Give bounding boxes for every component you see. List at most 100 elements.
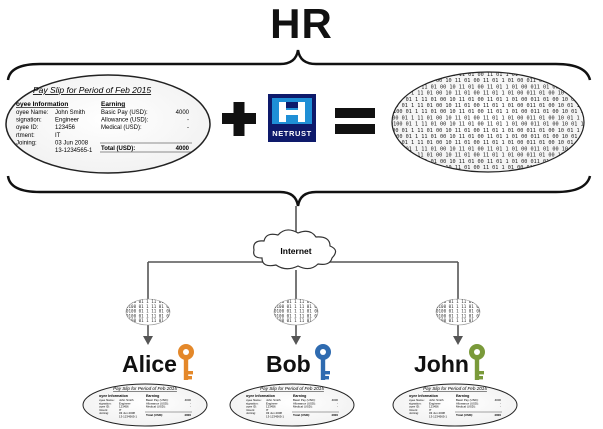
recipient-employee-value: 13-1234565-1 [119,415,137,419]
recipient-total-value: 4000 [184,413,191,417]
payslip-document: Pay Slip for Period of Feb 2015 oyee Inf… [5,74,211,174]
recipient-employee-value: 13-1234565-1 [429,415,447,419]
recipient-employee-section: oyee Information [409,394,438,398]
recipient-earning-value: - [337,401,338,405]
payslip-heading: Pay Slip for Period of Feb 2015 [33,85,151,95]
cipher-line: 0100 01 1 11 01 00 10 11 01 00 11 01 1 0… [390,122,603,128]
recipient-earning-section: Earning [293,394,306,398]
cipher-line: 0100 01 1 11 01 00 10 11 01 00 11 01 1 0… [390,84,603,90]
recipient-earning-section: Earning [456,394,469,398]
recipient-name: Bob [266,351,311,377]
recipient-earning-label: Medical (USD): [456,405,476,409]
cipher-line: 0100 01 1 11 01 00 10 11 01 00 11 01 1 0… [386,78,603,84]
employee-row-label: oyee Name: [16,110,49,116]
employee-row-label: oyee ID: [16,125,39,131]
employee-row-value: 123456 [55,125,76,131]
recipient-employee-value: John Smith [119,398,134,402]
employee-row-label: signation: [16,118,42,124]
recipient-earning-label: Basic Pay (USD): [146,398,169,402]
packet-cipher-line: 0100 01 1 11 01 00 10 11 01 00 11 01 1 0… [274,299,446,304]
recipient-employee-label: oyee Name: [246,398,262,402]
earning-row-label: Medical (USD): [101,125,142,131]
packet-cipher-line: 0100 01 1 11 01 00 10 11 01 00 11 01 1 0… [274,304,446,309]
cipher-line: 0100 01 1 11 01 00 10 11 01 00 11 01 1 0… [390,109,603,115]
netrust-logo: NETRUST [268,94,316,142]
recipient-earning-value: 4000 [185,398,192,402]
recipient-employee-value: 13-1234565-1 [266,415,284,419]
ciphertext-blob: 0100 01 1 11 01 00 10 11 01 00 11 01 1 0… [386,71,603,173]
recipient-employee-label: oyee ID: [409,405,420,409]
encrypted-packet: 0100 01 1 11 01 00 10 11 01 00 11 01 1 0… [125,298,298,326]
packet-cipher-line: 0100 01 1 11 01 00 10 11 01 00 11 01 1 0… [436,304,603,309]
recipient-employee-value: 123456 [119,405,129,409]
encrypted-packet: 0100 01 1 11 01 00 10 11 01 00 11 01 1 0… [273,298,446,326]
recipient-earning-value: - [500,405,501,409]
recipient-employee-label: oyee ID: [99,405,110,409]
key-icon [469,344,485,380]
encrypted-packet: 0100 01 1 11 01 00 10 11 01 00 11 01 1 0… [435,298,603,326]
recipient-earning-label: Basic Pay (USD): [293,398,316,402]
recipient-employee-label: signation: [99,401,112,405]
earning-row-label: Basic Pay (USD): [101,110,148,116]
packet-cipher-line: 0100 01 1 11 01 00 10 11 01 00 11 01 1 0… [274,318,446,323]
recipient-employee-value: Engineer [429,401,441,405]
recipient-total-label: Total (USD): [293,413,310,417]
packet-cipher-line: 0100 01 1 11 01 00 10 11 01 00 11 01 1 0… [126,318,298,323]
employee-row-value: 13-1234565-1 [55,148,93,154]
packet-cipher-line: 0100 01 1 11 01 00 10 11 01 00 11 01 1 0… [126,304,298,309]
recipient-employee-label: oyee ID: [246,405,257,409]
internet-cloud: Internet [253,229,337,270]
recipient-employee-label: Joining: [409,411,419,415]
recipient-employee-value: John Smith [429,398,444,402]
recipient-employee-label: rtment: [246,408,255,412]
cipher-line: 0100 01 1 11 01 00 10 11 01 00 11 01 1 0… [390,72,603,78]
recipient-payslip-heading: Pay Slip for Period of Feb 2015 [113,386,177,391]
recipient-employee-label: signation: [409,401,422,405]
plus-icon [222,102,256,136]
recipient-employee-value: 03 Jun 2008 [119,411,135,415]
cipher-line: 0100 01 1 11 01 00 10 11 01 00 11 01 1 0… [390,97,603,103]
cipher-line: 0100 01 1 11 01 00 10 11 01 00 11 01 1 0… [386,140,603,146]
recipient-employee-label: oyee Name: [99,398,115,402]
bottom-brace [6,175,592,207]
recipient-earning-label: Medical (USD): [146,405,166,409]
key-icon [315,344,331,380]
packet-cipher-line: 0100 01 1 11 01 00 10 11 01 00 11 01 1 0… [436,313,603,318]
recipient-earning-label: Basic Pay (USD): [456,398,479,402]
packet-cipher-line: 0100 01 1 11 01 00 10 11 01 00 11 01 1 0… [274,309,446,314]
packet-cipher-line: 0100 01 1 11 01 00 10 11 01 00 11 01 1 0… [126,309,298,314]
employee-row-value: IT [55,133,61,139]
earning-row-value: 4000 [176,110,190,116]
recipient-total-value: 4000 [331,413,338,417]
cipher-line: 0100 01 1 11 01 00 10 11 01 00 11 01 1 0… [390,146,603,152]
recipient-employee-value: IT [119,408,122,412]
packet-cipher-line: 0100 01 1 11 01 00 10 11 01 00 11 01 1 0… [126,299,298,304]
cipher-line: 0100 01 1 11 01 00 10 11 01 00 11 01 1 0… [390,159,603,165]
recipient-employee-label: Joining: [246,411,256,415]
employee-rows: oyee Name:John Smithsignation:Engineeroy… [16,110,93,154]
top-brace [6,49,592,81]
packet-cipher-line: 0100 01 1 11 01 00 10 11 01 00 11 01 1 0… [274,313,446,318]
earning-row-label: Allowance (USD): [101,118,149,124]
recipient-employee-value: IT [266,408,269,412]
packet-cipher-line: 0100 01 1 11 01 00 10 11 01 00 11 01 1 0… [436,318,603,323]
recipient-payslip-heading: Pay Slip for Period of Feb 2015 [260,386,324,391]
key-icon [178,344,194,380]
hr-title: HR [270,0,333,47]
recipient-employee-value: Engineer [266,401,278,405]
netrust-logo-text: NETRUST [272,129,312,138]
recipient-earning-label: Allowance (USD): [293,401,316,405]
recipient-employee-label: Joining: [99,411,109,415]
total-label: Total (USD): [101,146,135,152]
employee-row-value: John Smith [55,110,85,116]
recipient-employee-value: 03 Jun 2008 [266,411,282,415]
recipient-total-value: 4000 [494,413,501,417]
recipient-earning-value: - [500,401,501,405]
encrypted-packets: 0100 01 1 11 01 00 10 11 01 00 11 01 1 0… [125,298,603,326]
recipient-employee-label: signation: [246,401,259,405]
recipient-total-label: Total (USD): [146,413,163,417]
recipient-earning-label: Allowance (USD): [456,401,479,405]
